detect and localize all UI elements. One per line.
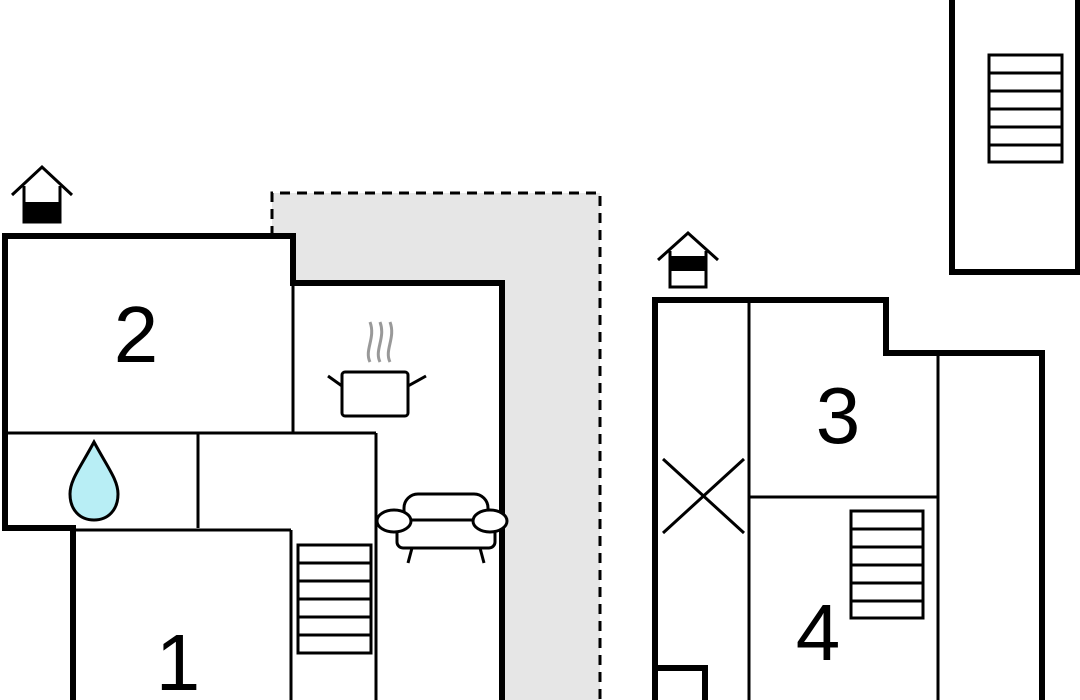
- right-building-inner-walls: [661, 300, 940, 700]
- water-drop-icon: [68, 438, 120, 522]
- room-number-1: 1: [156, 618, 201, 700]
- stairs-icon: [296, 543, 373, 655]
- sofa-icon: [375, 492, 509, 564]
- left-building-inner-walls: [5, 283, 378, 700]
- stairs-icon: [849, 509, 925, 620]
- annex-building-walls: [949, 0, 1080, 275]
- right-building-walls: [652, 297, 1045, 700]
- house-entrance-icon: [10, 164, 74, 224]
- left-building-walls: [2, 233, 505, 700]
- house-entrance-icon: [656, 230, 720, 289]
- stairs-icon: [987, 53, 1064, 164]
- terrace-area: [270, 191, 602, 700]
- cooking-pot-icon: [327, 321, 427, 418]
- room-number-4: 4: [796, 588, 841, 677]
- room-number-2: 2: [114, 290, 159, 379]
- room-number-3: 3: [816, 371, 861, 460]
